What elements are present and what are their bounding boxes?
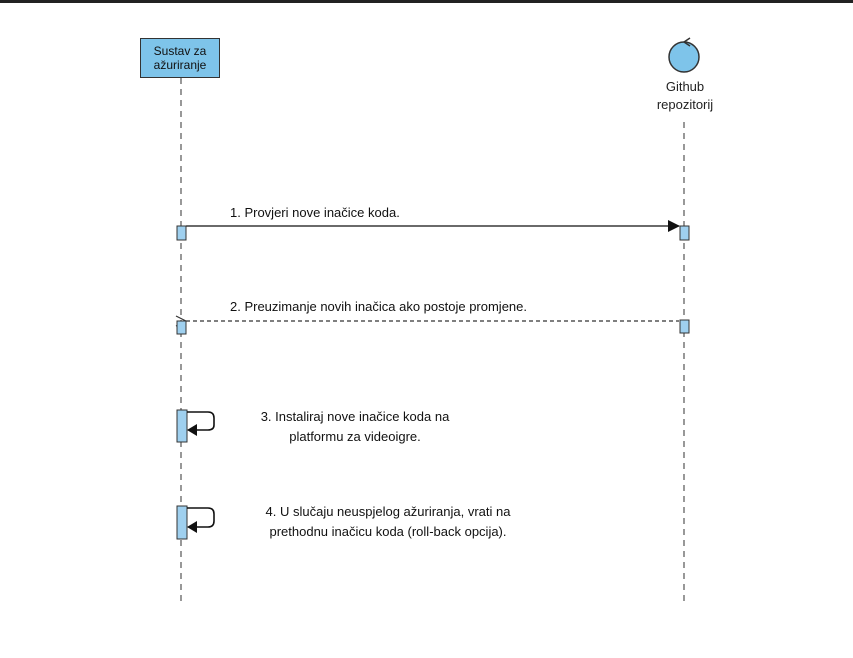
message-4-arrowhead [187, 521, 197, 533]
top-border [0, 0, 853, 3]
message-3-line2: platformu za videoigre. [289, 429, 421, 444]
message-4-line1: 4. U slučaju neuspjelog ažuriranja, vrat… [265, 504, 511, 519]
message-4-label: 4. U slučaju neuspjelog ažuriranja, vrat… [228, 502, 548, 542]
participant-github-label: Github repozitorij [630, 78, 740, 114]
github-activation-1 [679, 225, 690, 241]
participant-system-label: Sustav za ažuriranje [153, 44, 207, 72]
message-2-label: 2. Preuzimanje novih inačica ako postoje… [230, 299, 528, 314]
message-1-label: 1. Provjeri nove inačice koda. [230, 205, 400, 220]
message-4-self-arrow [187, 507, 215, 528]
message-3-line1: 3. Instaliraj nove inačice koda na [260, 409, 450, 424]
message-3-self-arrow [187, 411, 215, 431]
message-3-arrowhead [187, 424, 197, 436]
github-label-line2: repozitorij [656, 97, 714, 112]
participant-system: Sustav za ažuriranje [140, 38, 220, 78]
system-activation-1 [176, 225, 187, 241]
github-activation-2 [679, 319, 690, 334]
message-4-line2: prethodnu inačicu koda (roll-back opcija… [269, 524, 507, 539]
github-label-line1: Github [665, 79, 705, 94]
system-activation-3 [176, 409, 188, 443]
github-actor-icon [668, 37, 700, 73]
system-activation-4 [176, 505, 188, 540]
message-3-label: 3. Instaliraj nove inačice koda na platf… [230, 407, 480, 447]
system-activation-2 [176, 320, 187, 335]
